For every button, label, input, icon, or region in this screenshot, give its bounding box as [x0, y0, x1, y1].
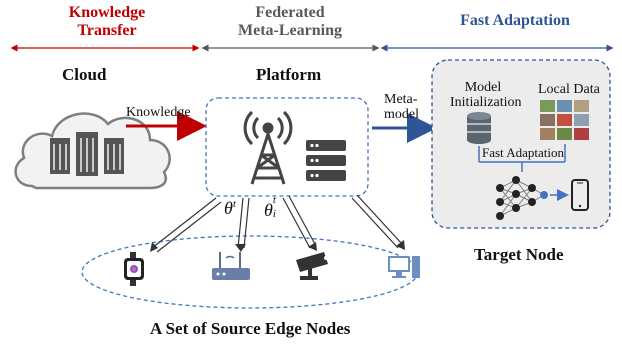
security-camera-icon [296, 252, 328, 280]
theta-i-sub: i [272, 208, 276, 220]
theta-global-label: θt [224, 198, 236, 219]
meta-line2: model [384, 107, 419, 123]
fast-adaptation-inner-label: Fast Adaptation [482, 145, 564, 160]
source-nodes-label: A Set of Source Edge Nodes [150, 319, 351, 338]
neural-network-icon [496, 176, 548, 220]
theta-symbol: θ [224, 198, 233, 218]
platform-box [205, 97, 369, 197]
knowledge-transfer-line2: Transfer [77, 21, 137, 39]
model-line1: Model [464, 80, 502, 95]
smartphone-icon [571, 179, 589, 211]
meta-line1: Meta- [384, 92, 418, 107]
database-icon [467, 112, 491, 144]
upload-download-arrows [151, 194, 404, 253]
smartwatch-icon [124, 252, 144, 286]
desktop-computer-icon [388, 256, 420, 278]
federated-line1: Federated [255, 4, 325, 21]
theta-i-sup: t [272, 194, 276, 206]
local-data-label: Local Data [538, 82, 600, 97]
tower-icon [243, 110, 293, 185]
local-data-thumbnails [540, 100, 589, 140]
theta-sup: t [232, 198, 236, 210]
cloud-icon [14, 112, 171, 190]
model-initialization-label: Model Initialization [450, 80, 522, 111]
platform-label: Platform [256, 65, 322, 84]
federated-heading: Federated Meta-Learning [220, 4, 360, 39]
theta-i-symbol: θ [264, 200, 273, 220]
fast-adaptation-connector [478, 144, 566, 172]
arrow-heads [150, 240, 405, 252]
model-line2: Initialization [450, 95, 522, 111]
fast-adaptation-heading: Fast Adaptation [460, 12, 570, 29]
federated-line2: Meta-Learning [238, 21, 342, 39]
router-icon [212, 252, 250, 280]
target-node-label: Target Node [474, 245, 564, 264]
knowledge-arrow-label: Knowledge [126, 105, 191, 120]
knowledge-transfer-line1: Knowledge [68, 4, 146, 21]
server-stack-icon [306, 140, 346, 181]
cloud-label: Cloud [62, 65, 107, 84]
meta-model-label: Meta- model [384, 92, 419, 123]
knowledge-transfer-heading: Knowledge Transfer [58, 4, 156, 39]
